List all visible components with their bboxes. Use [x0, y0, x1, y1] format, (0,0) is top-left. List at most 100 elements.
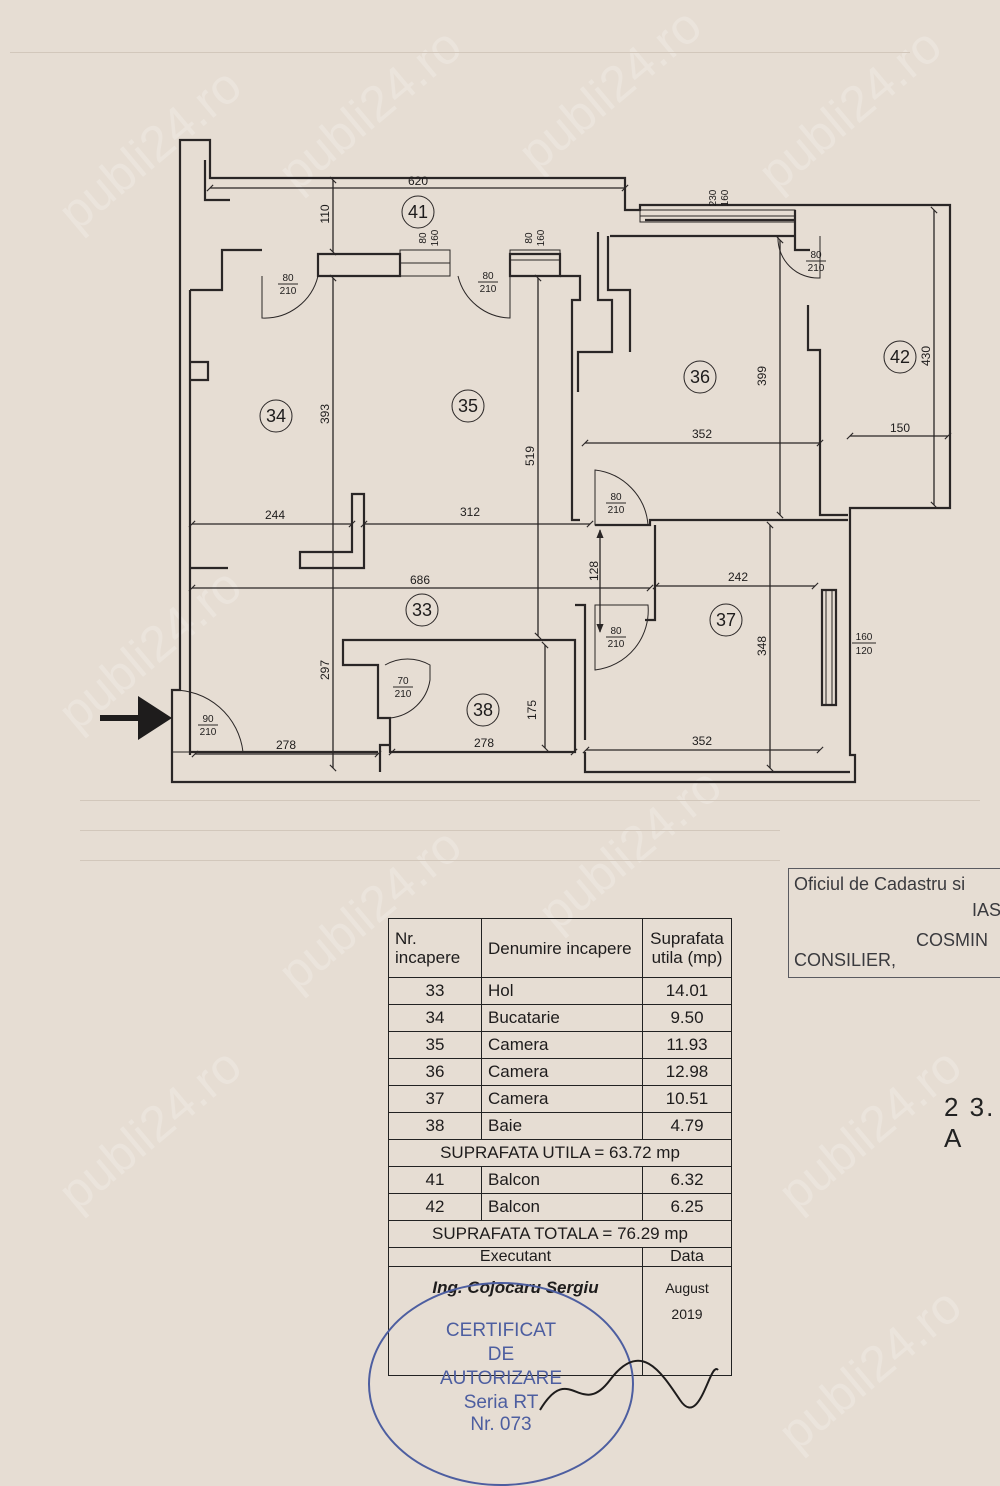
dimension-label: 278	[276, 738, 296, 752]
dimension-lines	[188, 176, 952, 772]
stamp-line: CONSILIER,	[794, 950, 897, 970]
walls	[170, 138, 952, 784]
stamp-line: COSMIN	[916, 930, 988, 950]
grand-total: SUPRAFATA TOTALA = 76.29 mp	[388, 1220, 732, 1248]
header-area: Suprafata utila (mp)	[642, 918, 732, 978]
dimension-label: 160	[720, 189, 731, 206]
cell-area: 11.93	[642, 1031, 732, 1059]
door-width: 80	[810, 250, 822, 261]
dimension-label: 297	[318, 660, 332, 680]
cell-name: Camera	[481, 1058, 643, 1086]
table-header: Nr. incapere Denumire incapere Suprafata…	[388, 918, 732, 978]
dimension-label: 312	[460, 505, 480, 519]
dimension-label: 399	[755, 366, 769, 386]
grand-total-row: SUPRAFATA TOTALA = 76.29 mp	[388, 1220, 732, 1248]
dimension-label: 242	[728, 570, 748, 584]
dimension-label: 352	[692, 734, 712, 748]
cell-nr: 35	[388, 1031, 482, 1059]
cell-name: Balcon	[481, 1193, 643, 1221]
door-width: 70	[397, 676, 409, 687]
room-number: 38	[473, 700, 493, 720]
dimension-label: 160	[856, 632, 873, 643]
cell-name: Balcon	[481, 1166, 643, 1194]
cell-name: Hol	[481, 977, 643, 1005]
door-width: 80	[282, 273, 294, 284]
door-height: 210	[200, 727, 217, 738]
dimension-label: 110	[318, 204, 332, 223]
table-row: 37 Camera 10.51	[388, 1085, 732, 1113]
cell-nr: 42	[388, 1193, 482, 1221]
door-height: 210	[480, 284, 497, 295]
dimension-label: 80	[524, 232, 535, 244]
table-row: 35 Camera 11.93	[388, 1031, 732, 1059]
door-width: 80	[610, 492, 622, 503]
table-row: 38 Baie 4.79	[388, 1112, 732, 1140]
door-labels: 80 210 80 210 80 210 80 210 80 210 70 21…	[198, 250, 826, 738]
dimension-values: 620 110 230 160 80 160 80 160 393 519 39…	[265, 174, 933, 752]
dimension-label: 686	[410, 573, 430, 587]
door-height: 210	[608, 505, 625, 516]
cell-nr: 41	[388, 1166, 482, 1194]
cell-nr: 33	[388, 977, 482, 1005]
door-height: 210	[608, 639, 625, 650]
table-row: 41 Balcon 6.32	[388, 1166, 732, 1194]
dimension-label: 160	[536, 229, 547, 246]
dimension-label: 244	[265, 508, 285, 522]
cell-area: 6.25	[642, 1193, 732, 1221]
cell-name: Bucatarie	[481, 1004, 643, 1032]
cell-name: Camera	[481, 1085, 643, 1113]
cell-area: 9.50	[642, 1004, 732, 1032]
seal-line: DE	[487, 1344, 515, 1365]
dimension-label: 160	[430, 229, 441, 246]
certification-seal: CERTIFICAT DE AUTORIZARE Seria RT Nr. 07…	[368, 1282, 634, 1486]
received-date-stamp: 2 3. A	[944, 1092, 996, 1153]
door-width: 90	[202, 714, 214, 725]
room-number: 33	[412, 600, 432, 620]
watermark: publi24.ro	[47, 1036, 252, 1222]
table-row: 42 Balcon 6.25	[388, 1193, 732, 1221]
door-height: 210	[280, 286, 297, 297]
dimension-label: 80	[418, 232, 429, 244]
cell-area: 10.51	[642, 1085, 732, 1113]
seal-line: CERTIFICAT	[445, 1320, 557, 1341]
dimension-label: 278	[474, 736, 494, 750]
dimension-label: 393	[318, 404, 332, 424]
seal-line: AUTORIZARE	[439, 1368, 563, 1389]
seal-line: Nr. 073	[470, 1414, 532, 1435]
watermark: publi24.ro	[767, 1036, 972, 1222]
execution-date: August 2019	[642, 1266, 732, 1376]
table-row: 34 Bucatarie 9.50	[388, 1004, 732, 1032]
cell-nr: 37	[388, 1085, 482, 1113]
cell-nr: 38	[388, 1112, 482, 1140]
dimension-label: 120	[856, 646, 873, 657]
util-total: SUPRAFATA UTILA = 63.72 mp	[388, 1139, 732, 1167]
header-nr: Nr. incapere	[388, 918, 482, 978]
cell-nr: 34	[388, 1004, 482, 1032]
dimension-label: 128	[587, 561, 601, 581]
signature-header-row: Executant Data	[388, 1247, 732, 1267]
dimension-label: 352	[692, 427, 712, 441]
cell-area: 14.01	[642, 977, 732, 1005]
dimension-label: 230	[708, 189, 719, 206]
room-number: 35	[458, 396, 478, 416]
room-number: 36	[690, 367, 710, 387]
dimension-label: 348	[755, 636, 769, 656]
door-swings	[171, 235, 821, 753]
cell-name: Baie	[481, 1112, 643, 1140]
dimension-label: 430	[919, 346, 933, 366]
windows	[399, 209, 833, 705]
dimension-label: 620	[408, 174, 428, 188]
table-row: 36 Camera 12.98	[388, 1058, 732, 1086]
cell-area: 12.98	[642, 1058, 732, 1086]
watermark: publi24.ro	[767, 1276, 972, 1462]
dimension-label: 150	[890, 421, 910, 435]
data-label: Data	[642, 1247, 732, 1267]
room-number: 42	[890, 347, 910, 367]
floor-plan: 41 42 34 35 36 33 37 38 620 110 230 160 …	[100, 138, 952, 784]
dimension-label: 175	[525, 700, 539, 720]
door-width: 80	[482, 271, 494, 282]
util-total-row: SUPRAFATA UTILA = 63.72 mp	[388, 1139, 732, 1167]
room-number: 34	[266, 406, 286, 426]
dimension-label: 519	[523, 446, 537, 466]
room-number: 37	[716, 610, 736, 630]
